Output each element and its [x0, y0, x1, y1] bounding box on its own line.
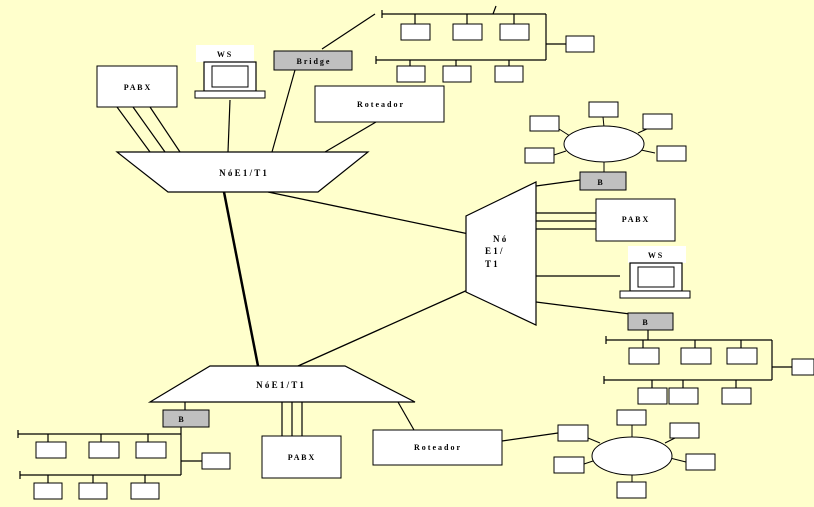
workstation-box	[565, 35, 595, 53]
link-top-bottom	[222, 191, 260, 367]
workstation-box	[201, 452, 231, 470]
router-label: R o t e a d o r	[414, 443, 460, 452]
trunk-links	[222, 191, 491, 367]
workstation-box	[529, 115, 560, 132]
workstation-box	[642, 113, 673, 130]
workstation-box	[494, 65, 524, 83]
ws-label: W S	[217, 50, 232, 59]
bridge-label: B	[178, 415, 184, 424]
workstation-box	[616, 481, 647, 499]
workstation-box	[524, 147, 555, 164]
monitor-screen-icon	[211, 65, 249, 88]
workstation-box	[588, 101, 619, 118]
ws-label-box	[628, 246, 686, 263]
router-box	[314, 85, 445, 123]
node-right-label-line2: E 1 /	[485, 246, 503, 256]
workstation-box	[656, 145, 687, 162]
workstation-box	[680, 347, 712, 365]
workstation-box	[33, 482, 63, 500]
bottom-left-lan-bus	[17, 427, 202, 483]
workstation-box	[88, 441, 120, 459]
top-lan-bus	[321, 5, 566, 66]
workstation-box	[499, 23, 530, 41]
bottom-node-connections	[184, 401, 559, 442]
router-label: R o t e a d o r	[357, 100, 403, 109]
ring-network	[563, 125, 645, 163]
bridge-box	[162, 409, 210, 428]
workstation-box	[628, 347, 660, 365]
ws-top: W S	[194, 45, 266, 99]
workstation-box	[669, 422, 700, 439]
pabx-box	[595, 198, 676, 242]
node-bottom-label: N ó E 1 / T 1	[256, 380, 304, 390]
top-lan-stations	[396, 23, 595, 83]
keyboard-icon	[619, 290, 691, 299]
workstation-box	[442, 65, 472, 83]
workstation-box	[721, 387, 752, 405]
ws-label: W S	[648, 251, 663, 260]
ring-network	[591, 436, 673, 476]
monitor-screen-icon	[637, 266, 675, 288]
node-bottom	[147, 365, 416, 403]
node-right-label-line3: T 1	[485, 259, 498, 269]
bridge-box	[579, 171, 627, 191]
pabx-label: P A B X	[622, 215, 649, 224]
bottom-left-lan-stations	[33, 441, 231, 500]
workstation-box	[668, 387, 699, 405]
ws-right: W S	[619, 246, 691, 299]
workstation-box	[791, 358, 814, 376]
bridge-label: B r i d g e	[297, 57, 330, 66]
bridge-label: B	[642, 318, 648, 327]
top-node-connections	[116, 69, 377, 153]
router-box	[372, 429, 503, 466]
workstation-box	[553, 456, 585, 474]
bridge-label: B	[597, 178, 603, 187]
workstation-box	[396, 65, 426, 83]
workstation-box	[685, 453, 716, 471]
bridge-box	[273, 50, 353, 71]
workstation-box	[135, 441, 167, 459]
keyboard-icon	[194, 90, 266, 99]
pabx-box	[261, 435, 342, 479]
right-node-connections	[535, 179, 631, 315]
node-top	[115, 151, 370, 193]
node-top-label: N ó E 1 / T 1	[219, 168, 267, 178]
ws-label-box	[196, 45, 254, 62]
pabx-label: P A B X	[288, 453, 315, 462]
right-lan-stations	[628, 347, 814, 405]
node-right	[465, 181, 537, 326]
node-right-label-line1: N ó	[493, 234, 507, 244]
workstation-box	[616, 409, 647, 426]
workstation-box	[130, 482, 160, 500]
ring-lan-bottom	[553, 409, 716, 499]
link-right-bottom	[297, 279, 491, 367]
workstation-box	[78, 482, 108, 500]
workstation-box	[452, 23, 483, 41]
workstation-box	[557, 424, 589, 442]
pabx-box	[96, 65, 178, 108]
workstation-box	[637, 387, 668, 405]
workstation-box	[35, 441, 67, 459]
bridge-box	[627, 312, 674, 331]
ring-lan-top	[524, 101, 687, 172]
workstation-box	[726, 347, 758, 365]
link-top-right	[267, 191, 489, 239]
workstation-box	[400, 23, 431, 41]
pabx-label: P A B X	[124, 83, 151, 92]
right-lan-bus	[603, 330, 792, 388]
